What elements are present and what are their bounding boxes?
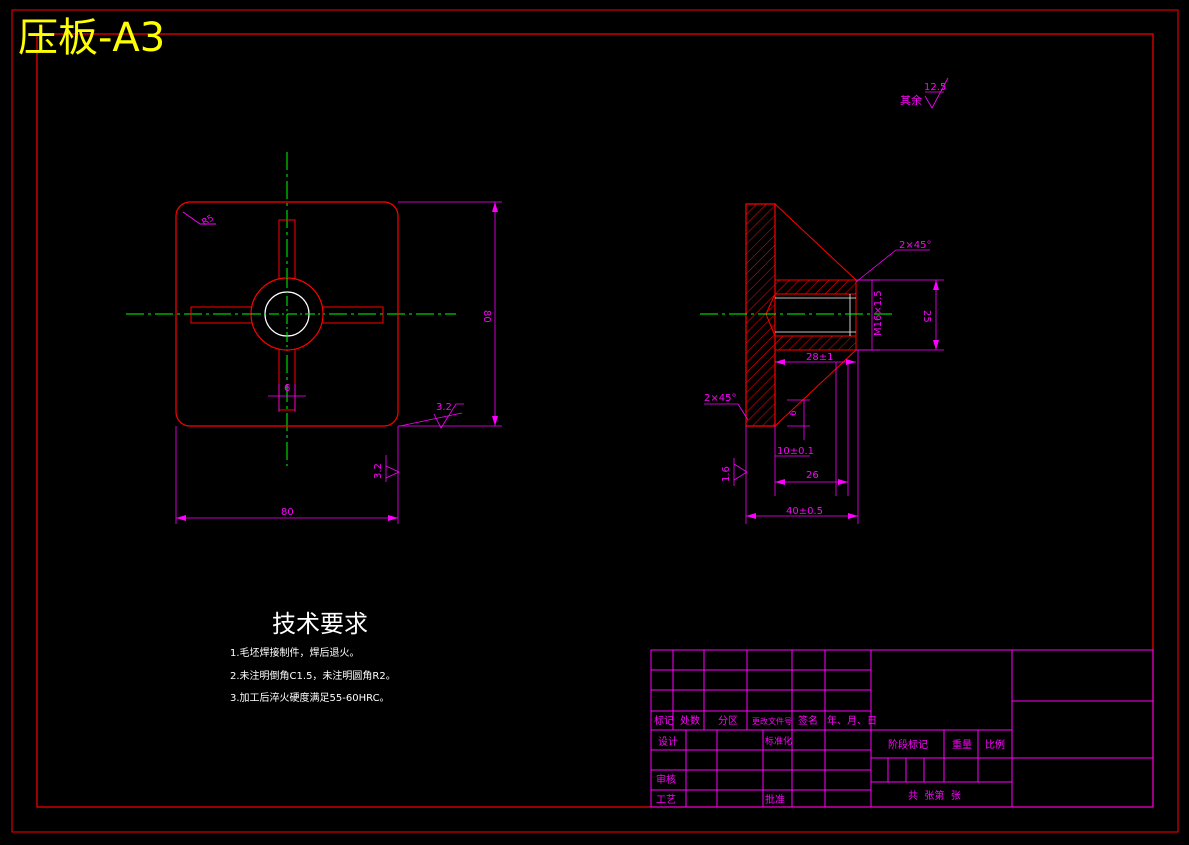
hdr-count: 处数 bbox=[680, 714, 700, 727]
small-label: 6 bbox=[789, 410, 799, 416]
tb-process: 工艺 bbox=[656, 794, 676, 806]
title-block-text: 标记 处数 分区 更改文件号 签名 年、月、日 设计 标准化 审核 工艺 批准 … bbox=[654, 714, 1005, 806]
chamfer-top-label: 2×45° bbox=[899, 240, 931, 251]
plate-section bbox=[745, 203, 776, 427]
total-label: 40±0.5 bbox=[786, 506, 823, 517]
roughness-left-label: 1.6 bbox=[721, 466, 732, 482]
front-view: R5 6 80 80 3.2 bbox=[126, 152, 502, 524]
length-label: 26 bbox=[806, 470, 819, 481]
tb-sheets: 共 张第 张 bbox=[908, 789, 961, 802]
outer-frame bbox=[11, 9, 1179, 833]
side-view: 2×45° M16×1.5 25 28±1 6 bbox=[700, 202, 944, 524]
inner-frame bbox=[36, 33, 1154, 808]
roughness-bottom-label: 3.2 bbox=[373, 463, 384, 479]
roughness-other-value: 12.5 bbox=[924, 82, 946, 93]
slot-right bbox=[318, 306, 384, 324]
tech-requirement-2: 2.未注明倒角C1.5，未注明圆角R2。 bbox=[230, 671, 396, 682]
drawing-title: 压板-A3 bbox=[18, 15, 166, 61]
chamfer-left-label: 2×45° bbox=[704, 393, 736, 404]
tb-stage-mark: 阶段标记 bbox=[888, 738, 928, 751]
tb-review: 审核 bbox=[656, 773, 676, 786]
diameter-label: 25 bbox=[921, 310, 932, 323]
thread-label: M16×1.5 bbox=[873, 290, 884, 336]
tech-requirement-1: 1.毛坯焊接制件，焊后退火。 bbox=[230, 648, 360, 659]
tb-weight: 重量 bbox=[952, 738, 972, 751]
boss-hatch-bottom bbox=[774, 335, 857, 351]
roughness-other: 其余 12.5 bbox=[900, 77, 949, 109]
threaded-bore bbox=[774, 293, 857, 337]
tb-design: 设计 bbox=[658, 735, 678, 748]
tb-scale: 比例 bbox=[985, 738, 1005, 751]
height-label: 80 bbox=[481, 310, 492, 323]
hdr-mark: 标记 bbox=[654, 715, 674, 727]
radius-label: R5 bbox=[201, 213, 216, 228]
title-block bbox=[650, 649, 1154, 808]
tb-standardize: 标准化 bbox=[765, 735, 792, 747]
hdr-zone: 分区 bbox=[718, 715, 738, 727]
depth-label: 28±1 bbox=[806, 352, 833, 363]
boss-hatch-top bbox=[774, 279, 857, 295]
plate-outline bbox=[175, 201, 399, 427]
hdr-change-doc: 更改文件号 bbox=[752, 716, 792, 726]
hdr-sign: 签名 bbox=[798, 714, 818, 727]
roughness-other-prefix: 其余 bbox=[900, 93, 922, 107]
slot-width-label: 6 bbox=[284, 383, 290, 394]
slot-left bbox=[190, 306, 256, 324]
roughness-right-label: 3.2 bbox=[436, 402, 452, 413]
tb-approve: 批准 bbox=[765, 793, 785, 806]
tech-requirements-title: 技术要求 bbox=[272, 610, 368, 638]
step-label: 10±0.1 bbox=[777, 446, 814, 457]
tech-requirement-3: 3.加工后淬火硬度满足55-60HRC。 bbox=[230, 693, 390, 704]
hdr-date: 年、月、日 bbox=[827, 714, 877, 727]
boss-section-bottom bbox=[774, 349, 858, 428]
width-label: 80 bbox=[281, 507, 294, 518]
